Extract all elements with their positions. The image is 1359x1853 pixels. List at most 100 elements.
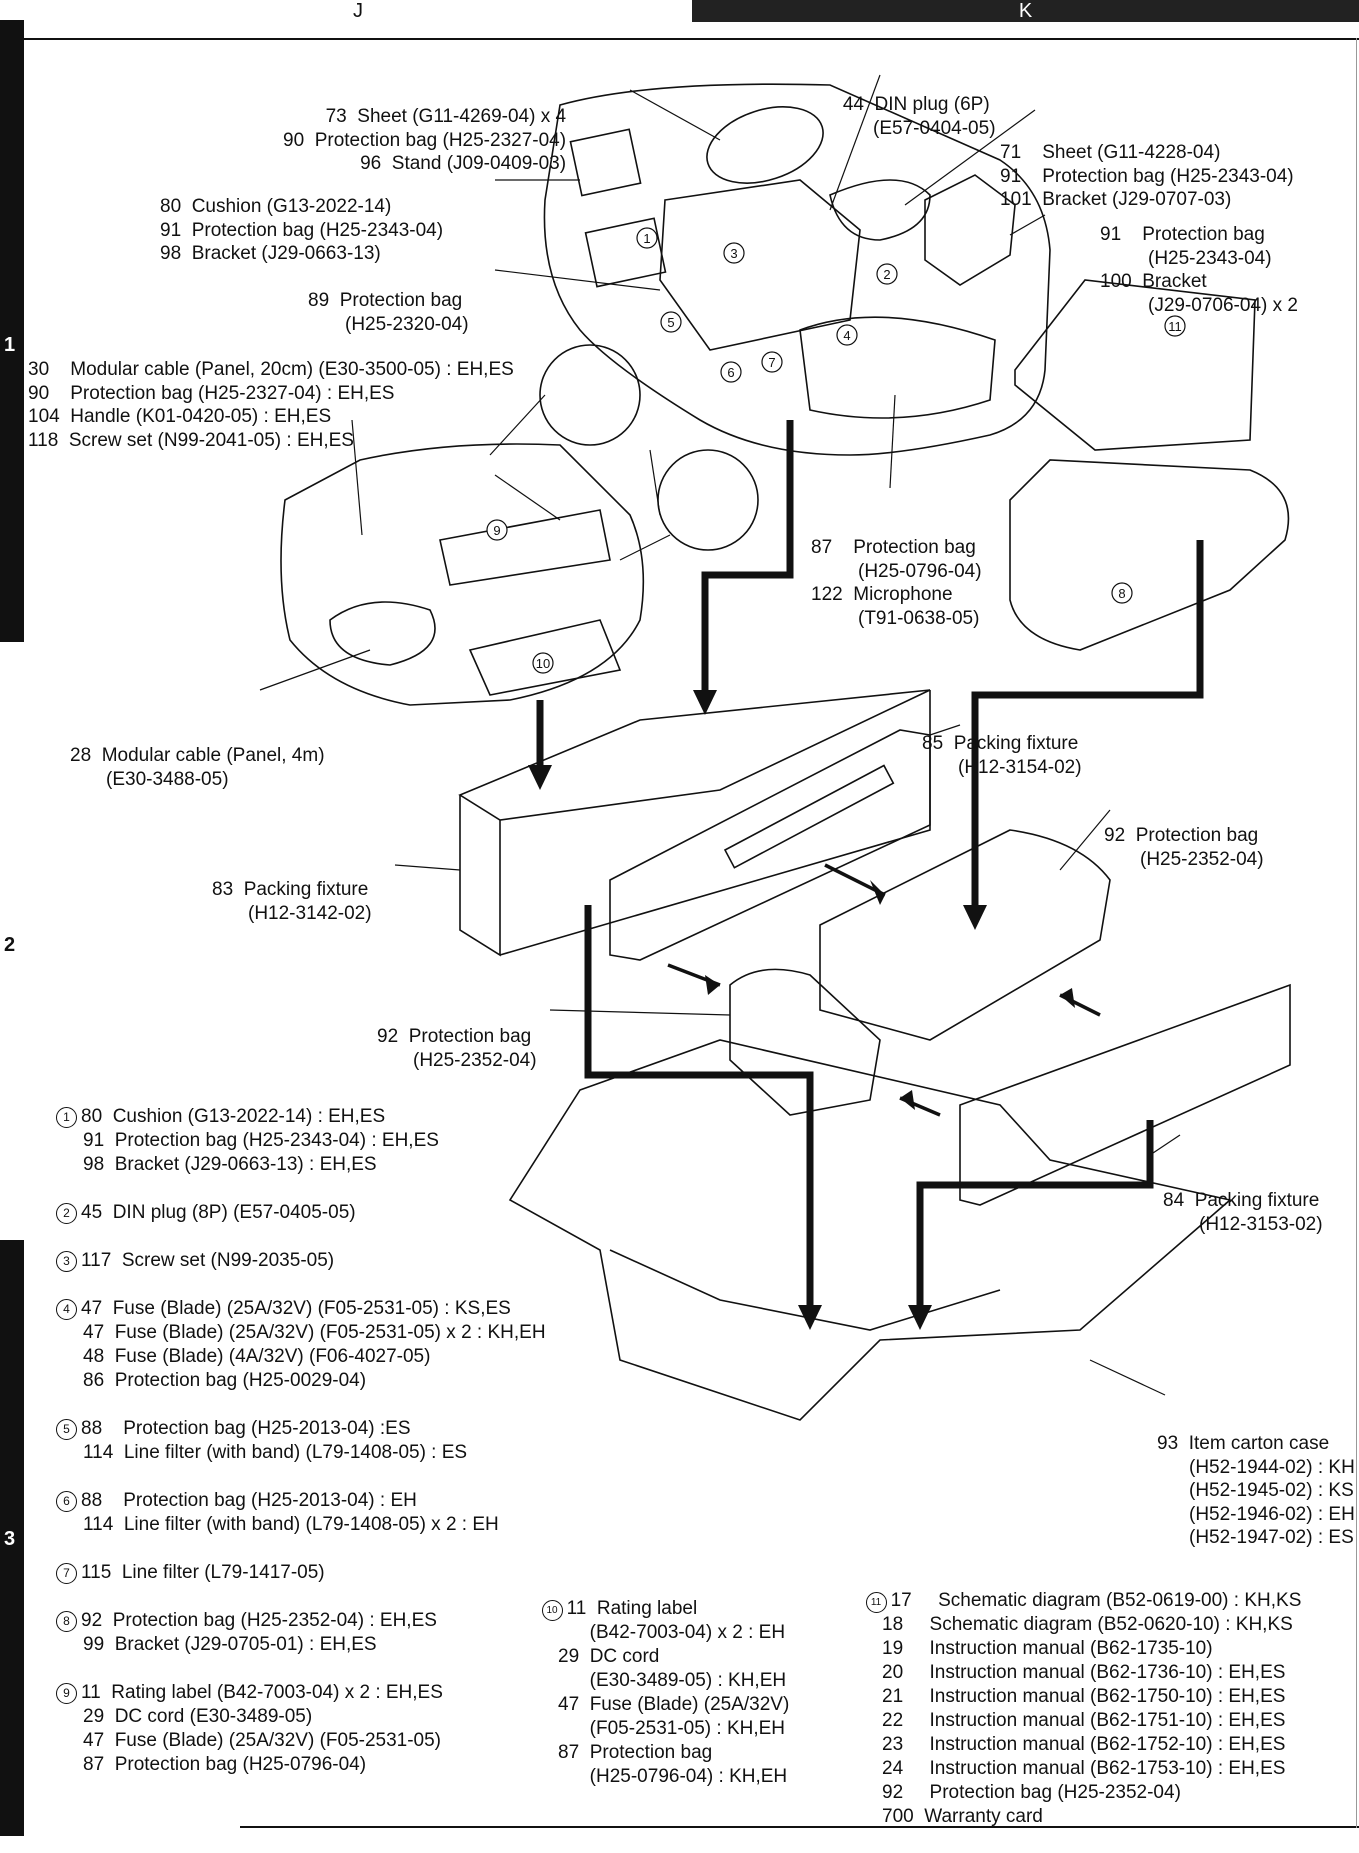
legend-text: 115 Line filter (L79-1417-05) (81, 1562, 325, 1583)
legend-line: 48 Fuse (Blade) (4A/32V) (F06-4027-05) (56, 1345, 546, 1369)
header-bar (0, 0, 1359, 40)
legend-line: 29 DC cord (E30-3489-05) (56, 1705, 546, 1729)
legend-line: 114 Line filter (with band) (L79-1408-05… (56, 1441, 546, 1465)
callout-30-90-104-118: 30 Modular cable (Panel, 20cm) (E30-3500… (28, 359, 514, 451)
legend-text: 47 Fuse (Blade) (25A/32V) (F05-2531-05) (83, 1730, 442, 1751)
legend-line: 47 Fuse (Blade) (25A/32V) (F05-2531-05) (56, 1729, 546, 1753)
legend-text: 48 Fuse (Blade) (4A/32V) (F06-4027-05) (83, 1346, 431, 1367)
diagram-mark-5: 5 (667, 315, 674, 330)
row-marker-2: 2 (4, 934, 16, 956)
stand-part (706, 106, 824, 184)
callout-83: 83 Packing fixture(H12-3142-02) (212, 879, 372, 924)
legend-line: 22 Instruction manual (B62-1751-10) : EH… (882, 1710, 1286, 1731)
header-col-k-bg (692, 0, 1359, 22)
legend-line: 24 Instruction manual (B62-1753-10) : EH… (882, 1758, 1286, 1779)
callout-71-91-101: 71 Sheet (G11-4228-04)91 Protection bag … (1000, 142, 1294, 210)
legend-line: 87 Protection bag (H25-0796-04) (56, 1753, 546, 1777)
legend-line: 21 Instruction manual (B62-1750-10) : EH… (882, 1686, 1286, 1707)
callout-92-lower: 92 Protection bag(H25-2352-04) (377, 1026, 537, 1071)
legend-line: 19 Instruction manual (B62-1735-10) (882, 1638, 1213, 1659)
legend-text: 114 Line filter (with band) (L79-1408-05… (83, 1442, 468, 1463)
legend-text: 88 Protection bag (H25-2013-04) : EH (81, 1490, 417, 1511)
transceiver-unit (819, 829, 1111, 1041)
callout-28: 28 Modular cable (Panel, 4m)(E30-3488-05… (70, 745, 325, 790)
column-label-k: K (1018, 0, 1033, 22)
bracket-100-part (924, 174, 1016, 286)
legend-text: 91 Protection bag (H25-2343-04) : EH,ES (83, 1130, 439, 1151)
legend-line: 91 Protection bag (H25-2343-04) : EH,ES (56, 1129, 546, 1153)
callout-85: 85 Packing fixture(H12-3154-02) (922, 733, 1082, 778)
diagram-mark-8: 8 (1118, 586, 1125, 601)
legend-text: 86 Protection bag (H25-0029-04) (83, 1370, 367, 1391)
legend-line: (F05-2531-05) : KH,EH (558, 1718, 786, 1739)
legend-mark-9: 9 (56, 1683, 77, 1704)
cable-coil (329, 601, 436, 666)
legend-line: 99 Bracket (J29-0705-01) : EH,ES (56, 1633, 546, 1657)
legend-line: 47 Fuse (Blade) (25A/32V) (558, 1694, 790, 1715)
legend-text: 92 Protection bag (H25-2352-04) : EH,ES (81, 1610, 437, 1631)
legend-text: 47 Fuse (Blade) (25A/32V) (F05-2531-05) … (81, 1298, 511, 1319)
legend-line: (B42-7003-04) x 2 : EH (558, 1622, 786, 1643)
zoom-circle-2 (657, 449, 759, 551)
legend-mark-1: 1 (56, 1107, 77, 1128)
legend-line: 18 Schematic diagram (B52-0620-10) : KH,… (882, 1614, 1293, 1635)
legend-text: 45 DIN plug (8P) (E57-0405-05) (81, 1202, 356, 1223)
sheet-part (829, 179, 931, 241)
callout-87-122: 87 Protection bag(H25-0796-04)122 Microp… (811, 537, 982, 629)
legend-mark-2: 2 (56, 1203, 77, 1224)
parts-tray (659, 179, 861, 351)
carton-case (508, 1039, 1232, 1421)
accessory-group-outline (543, 83, 1051, 456)
legend-line: (H25-0796-04) : KH,EH (558, 1766, 788, 1787)
bottom-rule (240, 1826, 1359, 1828)
carton-flap (609, 1249, 1001, 1331)
diagram-mark-10: 10 (536, 656, 550, 671)
legend-mark-7: 7 (56, 1563, 77, 1584)
callout-44: 44 DIN plug (6P)(E57-0404-05) (842, 94, 996, 139)
legend-line: 47 Fuse (Blade) (25A/32V) (F05-2531-05) … (56, 1321, 546, 1345)
cable-bundle-2 (439, 509, 611, 586)
legend-mark-8: 8 (56, 1611, 77, 1632)
legend-mark-5: 5 (56, 1419, 77, 1440)
packing-fixture-85 (609, 729, 931, 961)
diagram-mark-3: 3 (730, 246, 737, 261)
microphone-bag (799, 316, 996, 419)
legend-line: 11 Rating label (566, 1598, 698, 1619)
legend-text: 117 Screw set (N99-2035-05) (81, 1250, 335, 1271)
diagram-mark-6: 6 (727, 365, 734, 380)
bracket-part (569, 128, 642, 197)
legend-mark-6: 6 (56, 1491, 77, 1512)
legend-line: 20 Instruction manual (B62-1736-10) : EH… (882, 1662, 1286, 1683)
legend-line: 87 Protection bag (558, 1742, 713, 1763)
legend-text: 80 Cushion (G13-2022-14) : EH,ES (81, 1106, 386, 1127)
diagram-mark-7: 7 (768, 355, 775, 370)
legend-text: 114 Line filter (with band) (L79-1408-05… (83, 1514, 499, 1535)
legend-text: 88 Protection bag (H25-2013-04) :ES (81, 1418, 411, 1439)
legend-line: 29 DC cord (558, 1646, 660, 1667)
legend-line: 86 Protection bag (H25-0029-04) (56, 1369, 546, 1393)
row-marker-1: 1 (4, 334, 16, 356)
cable-group-outline (280, 443, 645, 706)
diagram-mark-9: 9 (493, 523, 500, 538)
legend-line: 17 Schematic diagram (B52-0619-00) : KH,… (890, 1590, 1302, 1611)
manual-part (1014, 279, 1256, 451)
legend-text: 87 Protection bag (H25-0796-04) (83, 1754, 367, 1775)
legend-line: 23 Instruction manual (B62-1752-10) : EH… (882, 1734, 1286, 1755)
